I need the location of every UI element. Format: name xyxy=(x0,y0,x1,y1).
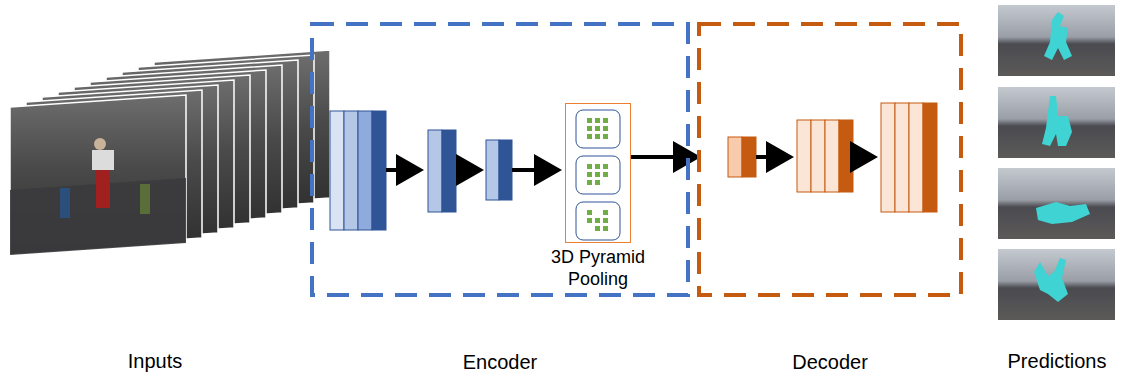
decoder-region: Decoder xyxy=(697,22,963,297)
panel-label: Predictions xyxy=(1008,350,1107,373)
node-label: Encoder xyxy=(463,350,538,374)
encoder-layers xyxy=(330,111,558,230)
node-label: Decoder xyxy=(792,350,868,374)
dashed-outline xyxy=(697,22,963,297)
panel-label: Inputs xyxy=(128,350,182,373)
prediction-frames xyxy=(998,5,1115,320)
decoder-layers xyxy=(728,103,937,212)
pooling-cells xyxy=(576,110,620,240)
input-frames xyxy=(10,50,330,255)
pyramid-pooling-box: 3D Pyramid Pooling xyxy=(565,103,631,243)
node-label: 3D Pyramid Pooling xyxy=(542,247,654,290)
encoder-region: Encoder3D Pyramid Pooling xyxy=(310,22,690,297)
